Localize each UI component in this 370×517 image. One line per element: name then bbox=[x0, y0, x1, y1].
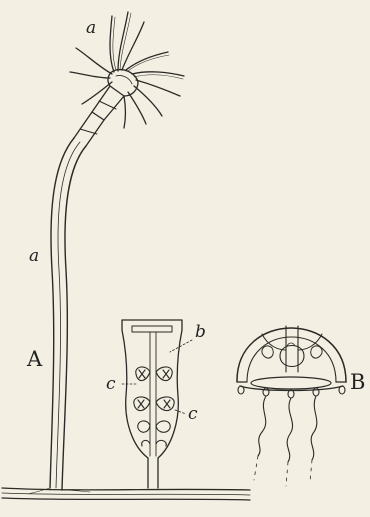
hydroid-colony-A bbox=[2, 12, 250, 500]
label-a-stem: a bbox=[29, 248, 39, 265]
label-b: b bbox=[195, 324, 206, 341]
label-B: B bbox=[350, 372, 365, 393]
label-a-top: a bbox=[86, 20, 96, 37]
label-c-right: c bbox=[188, 406, 198, 423]
label-A: A bbox=[27, 349, 42, 370]
medusa-B bbox=[237, 326, 346, 486]
label-c-left: c bbox=[106, 376, 116, 393]
